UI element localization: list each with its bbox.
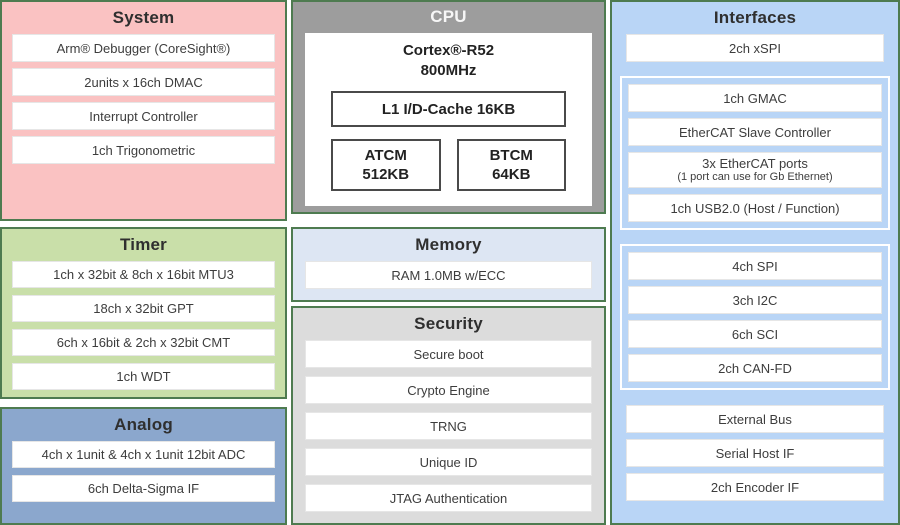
btcm-size: 64KB xyxy=(492,166,531,183)
right-column: Interfaces 2ch xSPI 1ch GMAC EtherCAT Sl… xyxy=(610,0,900,525)
interfaces-block: Interfaces 2ch xSPI 1ch GMAC EtherCAT Sl… xyxy=(610,0,900,525)
security-block: Security Secure boot Crypto Engine TRNG … xyxy=(291,306,606,525)
security-item-jtag-auth: JTAG Authentication xyxy=(305,484,592,512)
security-title: Security xyxy=(414,314,483,333)
system-title: System xyxy=(112,8,175,27)
center-column: CPU Cortex®-R52 800MHz L1 I/D-Cache 16KB… xyxy=(291,0,606,525)
memory-item-ram: RAM 1.0MB w/ECC xyxy=(305,261,592,289)
ethercat-group: 1ch GMAC EtherCAT Slave Controller 3x Et… xyxy=(620,76,890,230)
interfaces-item-ethercat-slave: EtherCAT Slave Controller xyxy=(628,118,882,146)
memory-block: Memory RAM 1.0MB w/ECC xyxy=(291,227,606,302)
security-item-unique-id: Unique ID xyxy=(305,448,592,476)
interfaces-item-i2c: 3ch I2C xyxy=(628,286,882,314)
analog-item-delta-sigma: 6ch Delta-Sigma IF xyxy=(12,475,275,502)
interfaces-bottom-items: External Bus Serial Host IF 2ch Encoder … xyxy=(612,405,898,501)
interfaces-item-encoder-if: 2ch Encoder IF xyxy=(626,473,884,501)
timer-item-mtu3: 1ch x 32bit & 8ch x 16bit MTU3 xyxy=(12,261,275,288)
cpu-panel: Cortex®-R52 800MHz L1 I/D-Cache 16KB ATC… xyxy=(305,33,592,206)
interfaces-item-canfd: 2ch CAN-FD xyxy=(628,354,882,382)
timer-item-cmt: 6ch x 16bit & 2ch x 32bit CMT xyxy=(12,329,275,356)
timer-title: Timer xyxy=(120,235,167,254)
timer-item-gpt: 18ch x 32bit GPT xyxy=(12,295,275,322)
system-item-debugger: Arm® Debugger (CoreSight®) xyxy=(12,34,275,62)
interfaces-item-usb: 1ch USB2.0 (Host / Function) xyxy=(628,194,882,222)
security-item-secure-boot: Secure boot xyxy=(305,340,592,368)
cpu-block: CPU Cortex®-R52 800MHz L1 I/D-Cache 16KB… xyxy=(291,0,606,214)
timer-block: Timer 1ch x 32bit & 8ch x 16bit MTU3 18c… xyxy=(0,227,287,399)
analog-title: Analog xyxy=(114,415,173,434)
ethercat-ports-label: 3x EtherCAT ports xyxy=(702,156,808,171)
cpu-frequency: 800MHz xyxy=(420,62,477,79)
cpu-tcm-row: ATCM 512KB BTCM 64KB xyxy=(331,139,566,191)
security-item-crypto-engine: Crypto Engine xyxy=(305,376,592,404)
cpu-title: CPU xyxy=(430,7,467,26)
interfaces-item-serial-host-if: Serial Host IF xyxy=(626,439,884,467)
interfaces-item-gmac: 1ch GMAC xyxy=(628,84,882,112)
system-item-interrupt-controller: Interrupt Controller xyxy=(12,102,275,130)
system-item-trigonometric: 1ch Trigonometric xyxy=(12,136,275,164)
cpu-core-name: Cortex®-R52 xyxy=(402,42,495,59)
interfaces-item-xspi: 2ch xSPI xyxy=(626,34,884,62)
serial-group: 4ch SPI 3ch I2C 6ch SCI 2ch CAN-FD xyxy=(620,244,890,390)
left-column: System Arm® Debugger (CoreSight®) 2units… xyxy=(0,0,287,525)
interfaces-item-spi: 4ch SPI xyxy=(628,252,882,280)
ethercat-ports-note: (1 port can use for Gb Ethernet) xyxy=(677,171,833,183)
interfaces-item-ethercat-ports: 3x EtherCAT ports (1 port can use for Gb… xyxy=(628,152,882,188)
interfaces-item-external-bus: External Bus xyxy=(626,405,884,433)
interfaces-item-sci: 6ch SCI xyxy=(628,320,882,348)
analog-block: Analog 4ch x 1unit & 4ch x 1unit 12bit A… xyxy=(0,407,287,525)
security-item-trng: TRNG xyxy=(305,412,592,440)
btcm-label: BTCM xyxy=(489,147,533,164)
cpu-btcm-box: BTCM 64KB xyxy=(456,139,566,191)
system-block: System Arm® Debugger (CoreSight®) 2units… xyxy=(0,0,287,221)
interfaces-title: Interfaces xyxy=(713,8,797,27)
analog-item-adc: 4ch x 1unit & 4ch x 1unit 12bit ADC xyxy=(12,441,275,468)
atcm-label: ATCM xyxy=(364,147,407,164)
atcm-size: 512KB xyxy=(362,166,410,183)
cpu-l1-cache-box: L1 I/D-Cache 16KB xyxy=(331,91,566,127)
system-item-dmac: 2units x 16ch DMAC xyxy=(12,68,275,96)
timer-item-wdt: 1ch WDT xyxy=(12,363,275,390)
cpu-atcm-box: ATCM 512KB xyxy=(331,139,441,191)
memory-title: Memory xyxy=(415,235,482,254)
